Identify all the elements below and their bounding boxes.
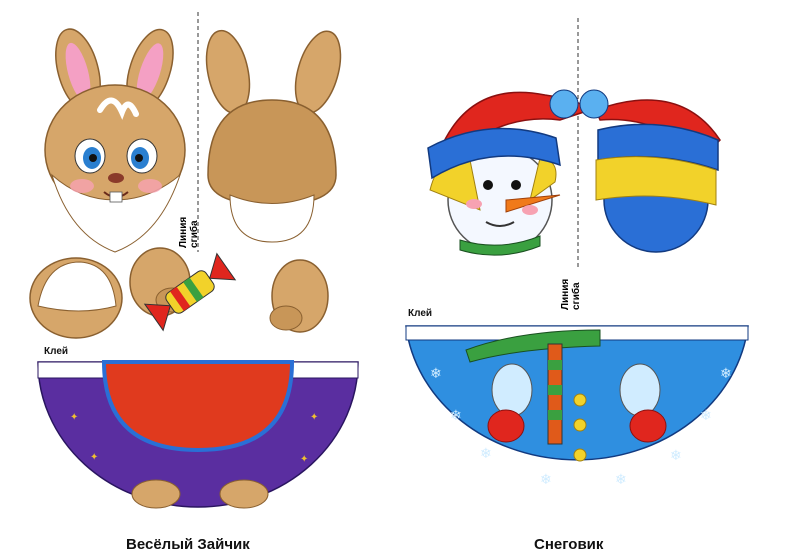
bunny-right-paw (269, 259, 329, 333)
svg-text:❄: ❄ (670, 447, 682, 463)
svg-text:✦: ✦ (310, 412, 318, 423)
svg-text:❄: ❄ (430, 365, 442, 381)
snowman-semicircle: ❄ ❄ ❄ ❄ ❄ ❄ ❄ ❄ (405, 325, 749, 487)
snowman-front-head (427, 91, 592, 256)
svg-text:❄: ❄ (720, 365, 732, 381)
svg-text:❄: ❄ (700, 407, 712, 423)
bunny-semicircle: ✦ ✦ ✦ ✦ (37, 360, 359, 509)
bunny-front-head (44, 28, 186, 253)
svg-text:✦: ✦ (70, 412, 78, 423)
svg-text:❄: ❄ (615, 471, 627, 487)
snowman-title: Снеговик (534, 536, 604, 553)
snowman-fold-label: Линия сгиба (560, 279, 582, 310)
snowman-back-head (595, 99, 721, 253)
bunny-fold-label: Линия сгиба (178, 217, 200, 248)
snowman-pompons (549, 89, 609, 119)
svg-text:❄: ❄ (480, 445, 492, 461)
bunny-fold-label-line2: сгиба (189, 220, 200, 248)
svg-text:❄: ❄ (450, 407, 462, 423)
snowman-fold-label-line1: Линия (560, 278, 571, 310)
bunny-title: Весёлый Зайчик (126, 536, 250, 553)
bunny-glue-label: Клей (44, 346, 69, 357)
svg-text:✦: ✦ (300, 454, 308, 465)
svg-text:❄: ❄ (540, 471, 552, 487)
bunny-back-head (205, 29, 342, 243)
svg-text:✦: ✦ (90, 452, 98, 463)
bunny-fold-label-line1: Линия (178, 216, 189, 248)
snowman-glue-label: Клей (408, 308, 433, 319)
bunny-tail-piece (29, 257, 123, 339)
snowman-fold-label-line2: сгиба (571, 282, 582, 310)
candy (143, 252, 237, 332)
